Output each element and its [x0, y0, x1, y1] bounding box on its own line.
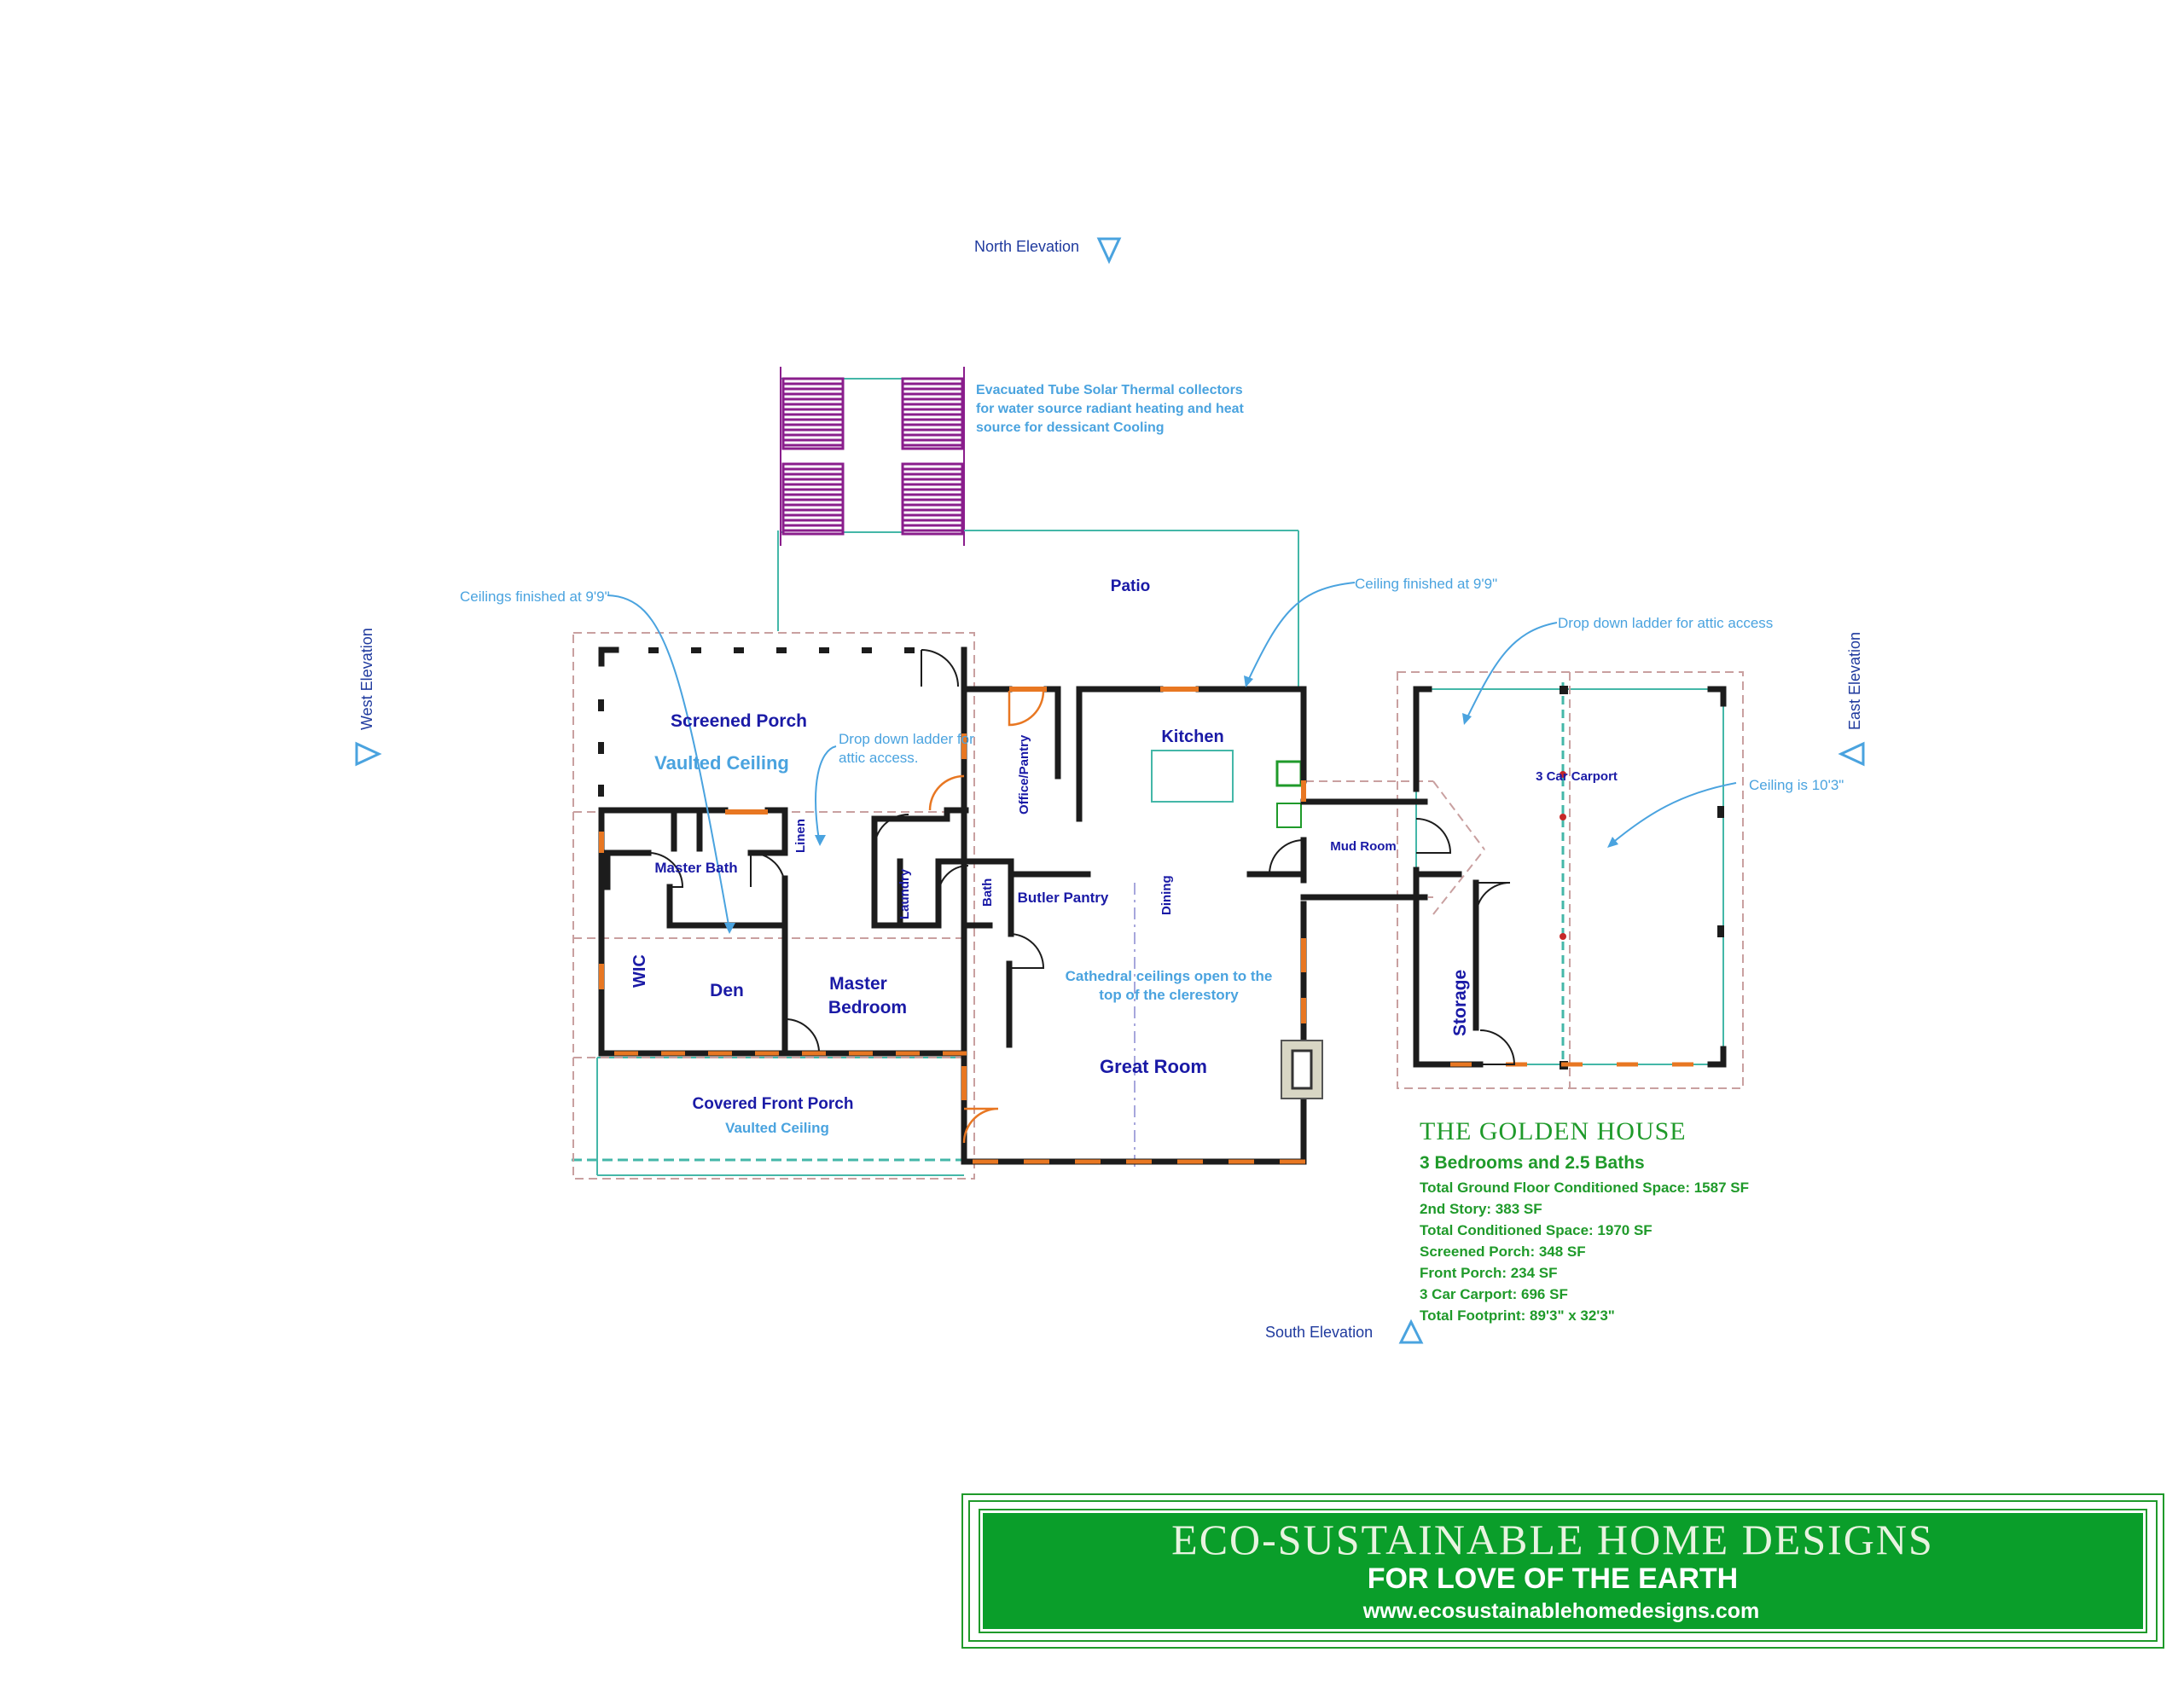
office-pantry-label: Office/Pantry: [1017, 734, 1031, 815]
info-line-4: Screened Porch: 348 SF: [1420, 1244, 1586, 1260]
info-line-2: 2nd Story: 383 SF: [1420, 1201, 1542, 1217]
north-elevation-label: North Elevation: [974, 238, 1079, 255]
ladder-porch-note-line-2: attic access.: [839, 750, 919, 766]
info-line-7: Total Footprint: 89'3" x 32'3": [1420, 1307, 1615, 1324]
brand-banner: ECO-SUSTAINABLE HOME DESIGNS FOR LOVE OF…: [961, 1493, 2164, 1649]
info-line-6: 3 Car Carport: 696 SF: [1420, 1286, 1568, 1302]
master-bedroom-label-line-1: Master: [829, 974, 887, 994]
south-elevation-icon: [1398, 1319, 1424, 1344]
dining-label: Dining: [1159, 875, 1174, 915]
patio-label: Patio: [1111, 577, 1150, 595]
south-elevation-label: South Elevation: [1265, 1324, 1373, 1341]
windows: [599, 687, 1306, 1100]
north-elevation-icon: [1096, 237, 1122, 264]
bedrooms-summary: 3 Bedrooms and 2.5 Baths: [1420, 1153, 1645, 1173]
linen-label: Linen: [793, 819, 808, 853]
east-elevation-icon: [1838, 741, 1865, 767]
kitchen-label: Kitchen: [1161, 728, 1223, 746]
master-bath-label: Master Bath: [654, 860, 737, 876]
carport-markers: [1560, 771, 1566, 940]
solar-note: Evacuated Tube Solar Thermal collectors …: [976, 383, 1245, 435]
solar-note-line-2: for water source radiant heating and hea…: [976, 402, 1245, 416]
south-windows: [614, 1051, 1693, 1164]
west-elevation-icon: [355, 741, 382, 767]
east-elevation-label: East Elevation: [1846, 632, 1863, 730]
carport-label: 3 Car Carport: [1536, 769, 1618, 784]
project-title: THE GOLDEN HOUSE: [1420, 1117, 1687, 1145]
solar-note-line-1: Evacuated Tube Solar Thermal collectors: [976, 383, 1243, 397]
solar-collectors: [780, 367, 965, 546]
laundry-label: Laundry: [897, 868, 912, 919]
project-info: THE GOLDEN HOUSE 3 Bedrooms and 2.5 Bath…: [1420, 1117, 1749, 1324]
note-arrows: [607, 582, 1737, 934]
solar-note-line-3: source for dessicant Cooling: [976, 420, 1164, 435]
ceiling-kitchen-note: Ceiling finished at 9'9": [1355, 576, 1497, 592]
elevation-markers: [355, 237, 1865, 1344]
ladder-porch-note-line-1: Drop down ladder for: [839, 731, 974, 747]
mud-room-label: Mud Room: [1330, 839, 1396, 854]
fireplace: [1281, 1040, 1323, 1099]
butler-pantry-label: Butler Pantry: [1018, 890, 1109, 906]
banner-title: ECO-SUSTAINABLE HOME DESIGNS: [1171, 1516, 1934, 1563]
doors: [648, 649, 1516, 1144]
info-line-1: Total Ground Floor Conditioned Space: 15…: [1420, 1180, 1749, 1196]
master-bedroom-label-line-2: Bedroom: [828, 998, 907, 1017]
bath-label: Bath: [980, 878, 995, 907]
front-porch-ceiling-label: Vaulted Ceiling: [725, 1120, 829, 1136]
banner-url[interactable]: www.ecosustainablehomedesigns.com: [1362, 1599, 1759, 1623]
banner-tagline: FOR LOVE OF THE EARTH: [1368, 1562, 1738, 1595]
wic-label: WIC: [630, 954, 649, 988]
cathedral-note-line-2: top of the clerestory: [1099, 987, 1239, 1003]
vaulted-ceiling-label: Vaulted Ceiling: [654, 752, 789, 774]
cathedral-note-line-1: Cathedral ceilings open to the: [1066, 968, 1273, 984]
great-room-label: Great Room: [1100, 1056, 1207, 1077]
den-label: Den: [710, 981, 744, 1000]
info-line-5: Front Porch: 234 SF: [1420, 1265, 1558, 1281]
west-elevation-label: West Elevation: [358, 628, 375, 730]
room-labels: Patio Screened Porch Vaulted Ceiling Kit…: [630, 577, 1618, 1136]
roof-outlines: [572, 530, 1724, 1176]
ladder-east-note: Drop down ladder for attic access: [1558, 615, 1773, 631]
ceiling-carport-note: Ceiling is 10'3": [1749, 777, 1844, 793]
covered-front-porch-label: Covered Front Porch: [693, 1095, 854, 1113]
ceilings-left-note: Ceilings finished at 9'9": [460, 588, 610, 605]
storage-label: Storage: [1450, 970, 1470, 1036]
info-line-3: Total Conditioned Space: 1970 SF: [1420, 1222, 1653, 1238]
screened-porch-label: Screened Porch: [671, 711, 807, 731]
